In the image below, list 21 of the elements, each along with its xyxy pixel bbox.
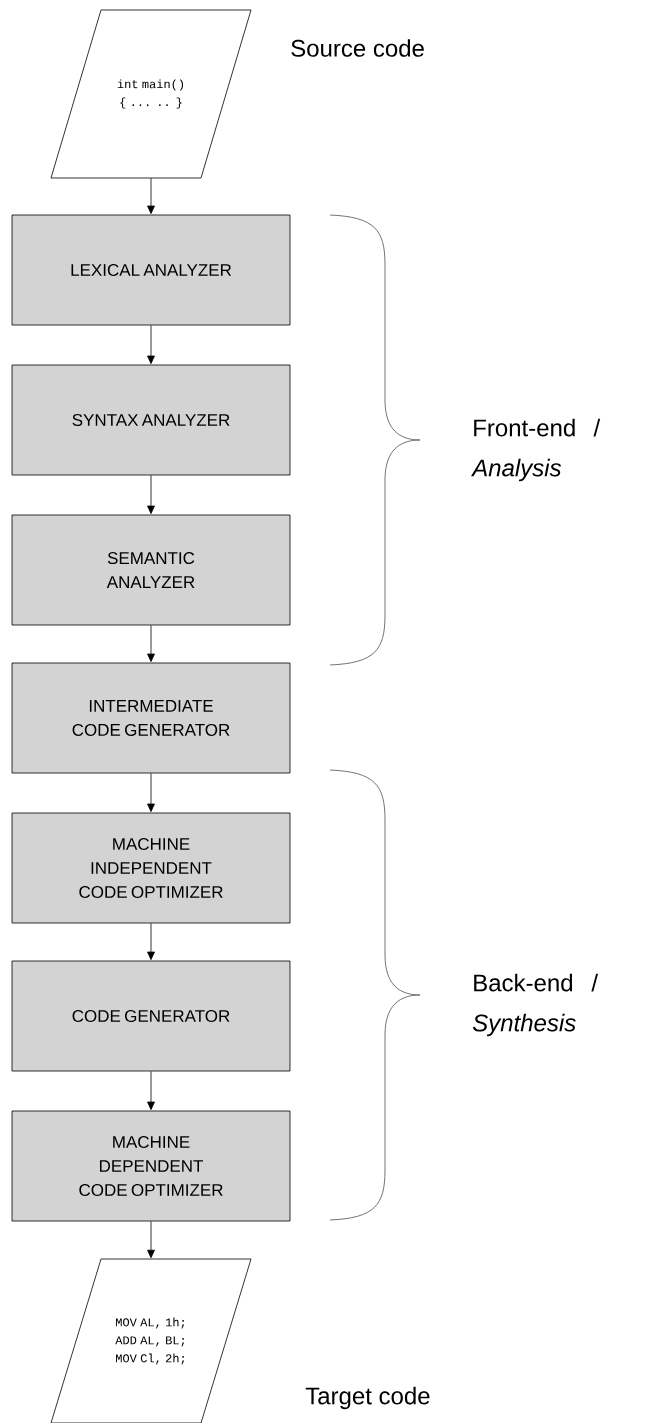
- data-parallelogram: MOV AL, 1h; ADD AL, BL; MOV Cl, 2h;: [50, 1258, 252, 1423]
- arrow: [147, 177, 155, 214]
- process-box: CODE GENERATOR: [11, 960, 291, 1072]
- arrow: [147, 625, 155, 662]
- process-box: LEXICAL ANALYZER: [11, 214, 291, 326]
- section-label: Back-end / Synthesis: [472, 973, 599, 1037]
- process-box: SYNTAX ANALYZER: [11, 364, 291, 476]
- arrow: [147, 1071, 155, 1111]
- process-box: MACHINE INDEPENDENT CODE OPTIMIZER: [11, 812, 291, 924]
- node-label: Source code: [291, 39, 424, 57]
- process-box: INTERMEDIATE CODE GENERATOR: [11, 662, 291, 774]
- section-label: Front-end / Analysis: [471, 418, 601, 482]
- arrow: [147, 923, 155, 961]
- node-label: Target code: [305, 1386, 430, 1410]
- arrow: [147, 325, 155, 364]
- arrow: [147, 1221, 155, 1259]
- process-box: MACHINE DEPENDENT CODE OPTIMIZER: [11, 1110, 291, 1222]
- data-parallelogram: int main() { ... .. }: [50, 9, 252, 179]
- arrow: [147, 475, 155, 514]
- arrow: [147, 773, 155, 812]
- process-box: SEMANTIC ANALYZER: [11, 514, 291, 626]
